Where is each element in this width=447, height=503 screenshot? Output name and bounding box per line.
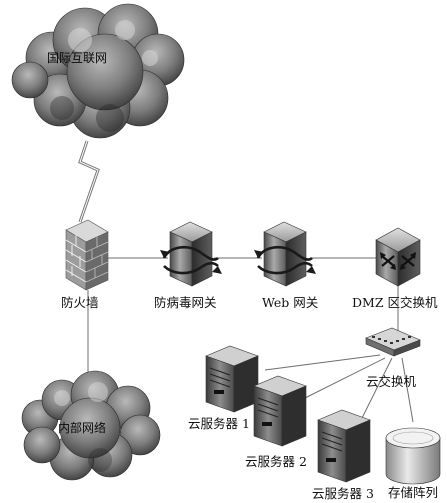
intranet-cloud-icon [21,370,161,481]
link-switch-server2 [304,357,386,399]
server-1-icon [205,345,259,413]
web-gateway-icon [254,221,316,287]
dmz-switch-icon [375,227,421,287]
firewall-label: 防火墙 [61,295,99,310]
server-1-label: 云服务器 1 [188,416,250,431]
connection-lines [87,257,414,431]
server-2-icon [253,375,307,447]
link-switch-storage [401,357,414,423]
antivirus-gateway-label: 防病毒网关 [154,295,217,310]
storage-array-icon [385,427,441,485]
internet-cloud-icon [11,3,185,139]
cloud-switch-icon [365,327,421,357]
internet-label: 国际互联网 [47,51,108,65]
server-3-icon [317,409,371,483]
firewall-icon [65,219,109,291]
server-3-label: 云服务器 3 [312,486,374,501]
server-2-label: 云服务器 2 [245,454,307,469]
cloud-switch-label: 云交换机 [366,374,417,389]
dmz-switch-label: DMZ 区交换机 [352,295,438,310]
web-gateway-label: Web 网关 [262,295,319,310]
link-switch-server1 [264,354,381,371]
storage-array-label: 存储阵列 [388,485,439,500]
intranet-label: 内部网络 [58,421,107,435]
antivirus-gateway-icon [160,221,222,287]
